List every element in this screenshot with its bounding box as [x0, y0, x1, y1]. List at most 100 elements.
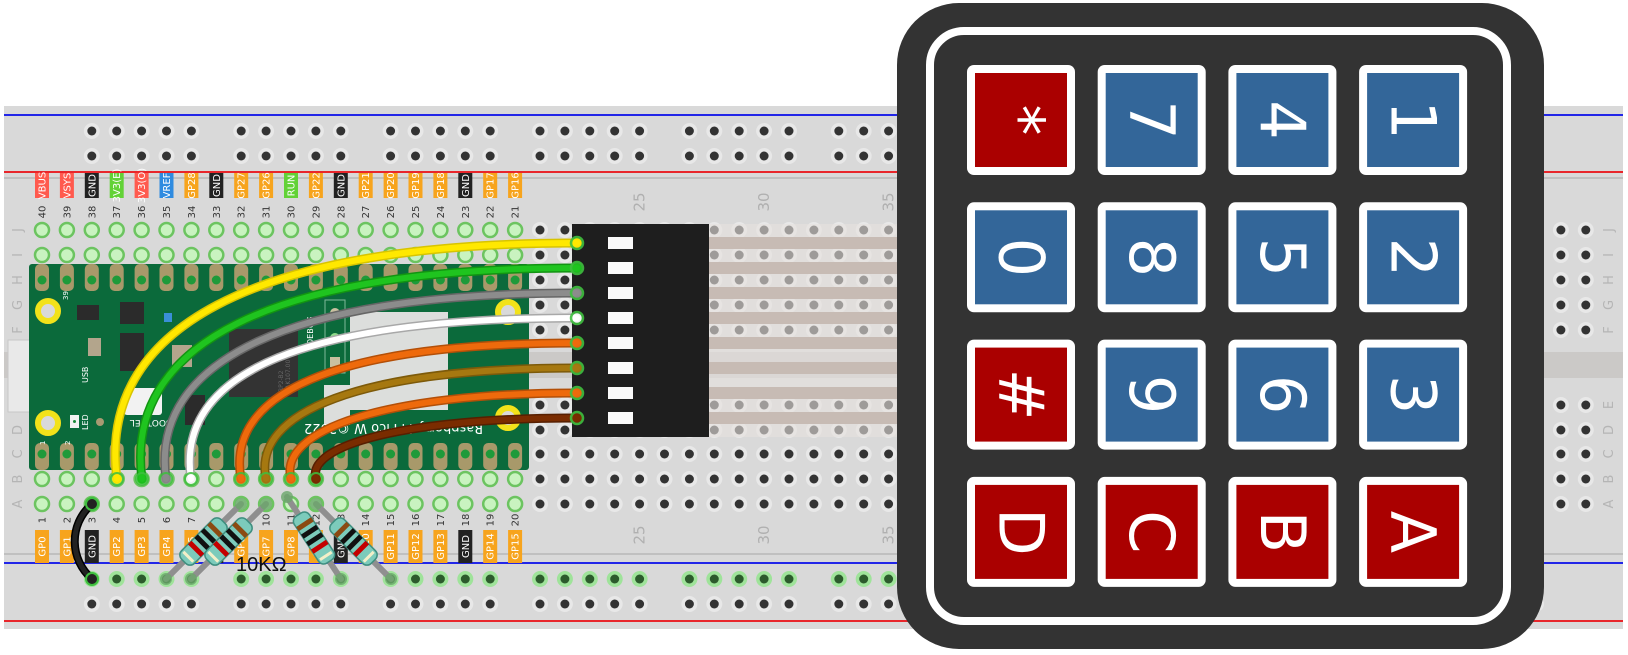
breadboard-hole[interactable] [606, 571, 623, 587]
breadboard-hole[interactable] [1577, 446, 1594, 462]
breadboard-hole[interactable] [33, 495, 51, 513]
breadboard-hole[interactable] [556, 446, 573, 462]
breadboard-hole[interactable] [307, 148, 324, 164]
breadboard-hole[interactable] [681, 571, 698, 587]
breadboard-hole[interactable] [1577, 322, 1594, 338]
breadboard-hole[interactable] [830, 496, 847, 512]
breadboard-hole[interactable] [1552, 422, 1569, 438]
breadboard-hole[interactable] [556, 247, 573, 263]
breadboard-hole[interactable] [1577, 297, 1594, 313]
breadboard-hole[interactable] [656, 471, 673, 487]
breadboard-hole[interactable] [855, 496, 872, 512]
breadboard-hole[interactable] [756, 596, 773, 612]
breadboard-hole[interactable] [307, 246, 325, 264]
breadboard-hole[interactable] [183, 148, 200, 164]
breadboard-hole[interactable] [233, 123, 250, 139]
key-A[interactable]: A [1359, 476, 1468, 587]
breadboard-hole[interactable] [681, 471, 698, 487]
key-6[interactable]: 6 [1228, 339, 1337, 450]
breadboard-hole[interactable] [855, 148, 872, 164]
breadboard-hole[interactable] [855, 571, 872, 587]
breadboard-hole[interactable] [283, 123, 299, 139]
breadboard-hole[interactable] [282, 221, 300, 239]
breadboard-hole[interactable] [407, 221, 424, 239]
breadboard-hole[interactable] [382, 148, 399, 164]
breadboard-hole[interactable] [158, 123, 175, 139]
key-D[interactable]: D [967, 476, 1075, 587]
breadboard-hole[interactable] [581, 123, 598, 139]
breadboard-hole[interactable] [706, 446, 723, 462]
breadboard-hole[interactable] [382, 123, 399, 139]
breadboard-hole[interactable] [681, 496, 698, 512]
breadboard-hole[interactable] [158, 221, 175, 239]
breadboard-hole[interactable] [656, 446, 673, 462]
breadboard-hole[interactable] [556, 471, 573, 487]
breadboard-hole[interactable] [307, 596, 324, 612]
breadboard-hole[interactable] [532, 222, 548, 238]
breadboard-hole[interactable] [830, 596, 847, 612]
resistor[interactable] [160, 498, 247, 585]
breadboard-hole[interactable] [606, 446, 623, 462]
breadboard-hole[interactable] [382, 470, 399, 488]
breadboard-hole[interactable] [556, 397, 573, 413]
breadboard-hole[interactable] [332, 221, 350, 239]
breadboard-hole[interactable] [706, 496, 723, 512]
breadboard-hole[interactable] [258, 123, 275, 139]
breadboard-hole[interactable] [681, 596, 698, 612]
breadboard-hole[interactable] [532, 571, 548, 587]
breadboard-hole[interactable] [532, 322, 548, 338]
breadboard-hole[interactable] [556, 496, 573, 512]
breadboard-hole[interactable] [532, 297, 548, 313]
key-C[interactable]: C [1097, 476, 1206, 587]
breadboard-hole[interactable] [1552, 446, 1569, 462]
jumper-wire[interactable] [110, 235, 585, 486]
breadboard-hole[interactable] [1552, 496, 1569, 512]
breadboard-hole[interactable] [1577, 247, 1594, 263]
breadboard-hole[interactable] [681, 446, 698, 462]
breadboard-hole[interactable] [756, 123, 773, 139]
breadboard-hole[interactable] [133, 221, 150, 239]
breadboard-hole[interactable] [407, 123, 424, 139]
breadboard-hole[interactable] [731, 471, 748, 487]
breadboard-hole[interactable] [706, 148, 723, 164]
breadboard-hole[interactable] [756, 496, 773, 512]
key-8[interactable]: 8 [1097, 202, 1206, 313]
breadboard-hole[interactable] [282, 246, 300, 264]
key-2[interactable]: 2 [1359, 202, 1468, 313]
breadboard-hole[interactable] [257, 246, 275, 264]
breadboard-hole[interactable] [407, 571, 424, 587]
breadboard-hole[interactable] [407, 148, 424, 164]
breadboard-hole[interactable] [432, 148, 449, 164]
breadboard-hole[interactable] [781, 123, 797, 139]
breadboard-hole[interactable] [457, 495, 474, 513]
breadboard-hole[interactable] [756, 471, 773, 487]
breadboard-hole[interactable] [532, 596, 548, 612]
gnd-jumper-wire[interactable] [70, 497, 99, 586]
breadboard-hole[interactable] [183, 221, 200, 239]
breadboard-hole[interactable] [108, 148, 125, 164]
breadboard-hole[interactable] [332, 470, 350, 488]
breadboard-hole[interactable] [133, 571, 150, 587]
breadboard-hole[interactable] [681, 123, 698, 139]
breadboard-hole[interactable] [880, 148, 897, 164]
breadboard-hole[interactable] [731, 123, 748, 139]
resistor[interactable] [281, 491, 347, 585]
breadboard-hole[interactable] [556, 322, 573, 338]
breadboard-hole[interactable] [1577, 272, 1594, 288]
key-3[interactable]: 3 [1359, 339, 1468, 450]
breadboard-hole[interactable] [581, 446, 598, 462]
breadboard-hole[interactable] [283, 148, 299, 164]
breadboard-hole[interactable] [880, 596, 897, 612]
breadboard-hole[interactable] [108, 123, 125, 139]
breadboard-hole[interactable] [781, 446, 797, 462]
breadboard-hole[interactable] [233, 571, 250, 587]
breadboard-hole[interactable] [258, 596, 275, 612]
jumper-wire[interactable] [309, 410, 585, 486]
breadboard-hole[interactable] [606, 148, 623, 164]
breadboard-hole[interactable] [731, 571, 748, 587]
key-B[interactable]: B [1228, 476, 1337, 587]
breadboard-hole[interactable] [232, 221, 250, 239]
breadboard-hole[interactable] [83, 596, 100, 612]
breadboard-hole[interactable] [332, 495, 350, 513]
breadboard-hole[interactable] [407, 596, 424, 612]
